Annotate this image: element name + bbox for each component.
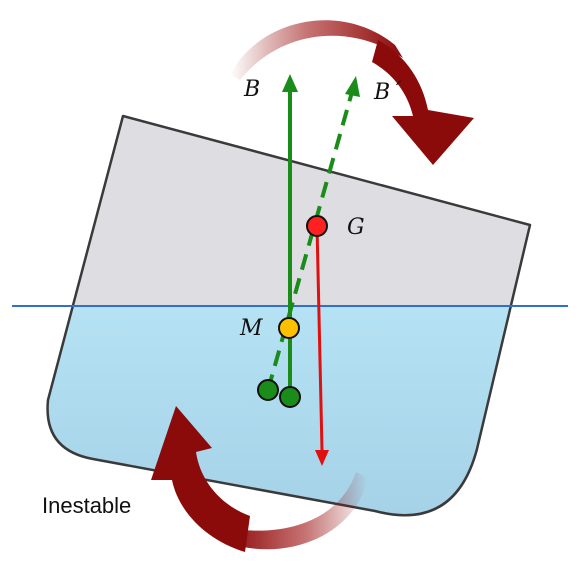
gravity-arrow: [315, 225, 329, 466]
hull-above-water: [72, 116, 530, 306]
buoyancy-arrow-heeled: [266, 76, 360, 391]
metacenter-point: [278, 317, 300, 339]
hull-outline: [46, 114, 532, 517]
rotation-arrow-bottom: [151, 406, 368, 552]
label-b: B: [243, 77, 260, 102]
buoyancy-arrow: [282, 74, 298, 398]
buoyancy-center-point: [279, 386, 301, 408]
label-m: M: [239, 316, 263, 341]
caption-inestable: Inestable: [42, 493, 131, 518]
gravity-point: [306, 215, 328, 237]
rotation-arrow-top: [230, 20, 474, 165]
label-b-heeled: B´: [373, 80, 402, 105]
label-g: G: [347, 215, 365, 240]
buoyancy-center-heeled-point: [257, 379, 279, 401]
